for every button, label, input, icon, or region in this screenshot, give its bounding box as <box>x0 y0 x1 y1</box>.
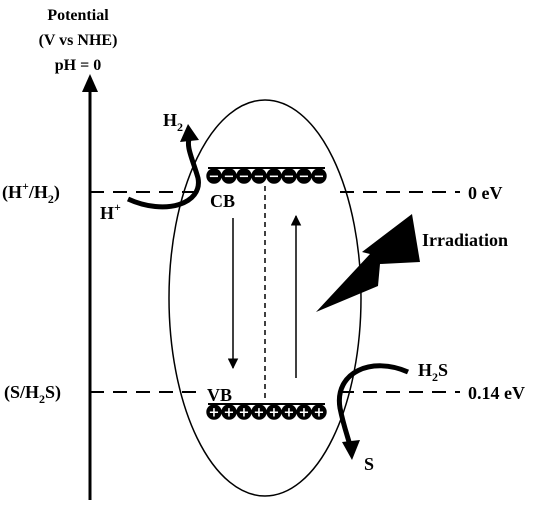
h2s-reactant-label: H2S <box>418 360 448 384</box>
hole-sign: + <box>269 406 280 421</box>
hole <box>296 404 312 420</box>
potential-axis-arrowhead <box>82 74 98 92</box>
electron-sign: − <box>239 170 250 185</box>
reduction-curved-arrow <box>126 135 201 210</box>
s-product-label: S <box>364 454 374 474</box>
electron <box>266 168 282 184</box>
oxidation-curved-arrow <box>336 363 410 447</box>
electron-sign: − <box>224 170 235 185</box>
reduction-arrowhead <box>180 124 199 142</box>
h2-product-label: H2 <box>163 110 183 134</box>
electron <box>311 168 327 184</box>
hydrogen-level-label: (H+/H2) <box>2 179 60 206</box>
electron-sign: − <box>209 170 220 185</box>
electron-sign: − <box>254 170 265 185</box>
hole <box>221 404 237 420</box>
electron-sign: − <box>314 170 325 185</box>
oxidation-arrowhead <box>342 440 360 460</box>
electron <box>251 168 267 184</box>
hole-sign: + <box>299 406 310 421</box>
hole-sign: + <box>224 406 235 421</box>
hole <box>251 404 267 420</box>
electron-sign: − <box>299 170 310 185</box>
axis-title-line-2: (V vs NHE) <box>39 32 118 49</box>
hole <box>311 404 327 420</box>
sulfide-level-label: (S/H2S) <box>4 382 61 406</box>
electron <box>296 168 312 184</box>
hole-sign: + <box>284 406 295 421</box>
hole <box>266 404 282 420</box>
electron-row: −−−−−−−− <box>206 168 327 185</box>
hole-sign: + <box>254 406 265 421</box>
electron <box>281 168 297 184</box>
electron-sign: − <box>284 170 295 185</box>
hydrogen-level-energy: 0 eV <box>468 183 503 203</box>
hole-sign: + <box>314 406 325 421</box>
irradiation-label: Irradiation <box>422 230 508 250</box>
hole <box>206 404 222 420</box>
valence-band-label: VB <box>207 385 232 405</box>
semiconductor-particle <box>168 99 362 497</box>
electron <box>221 168 237 184</box>
hole-row: + + + + + + + + <box>206 404 327 421</box>
conduction-band-label: CB <box>210 191 235 211</box>
hole-sign: + <box>209 406 220 421</box>
hole <box>281 404 297 420</box>
h-plus-reactant-label: H+ <box>100 200 121 223</box>
electron <box>236 168 252 184</box>
lightning-bolt-icon <box>316 214 420 312</box>
electron <box>206 168 222 184</box>
electron-sign: − <box>269 170 280 185</box>
hole <box>236 404 252 420</box>
axis-title-line-3: pH = 0 <box>55 57 101 74</box>
axis-title-line-1: Potential <box>47 7 109 24</box>
hole-sign: + <box>239 406 250 421</box>
sulfide-level-energy: 0.14 eV <box>468 383 525 403</box>
